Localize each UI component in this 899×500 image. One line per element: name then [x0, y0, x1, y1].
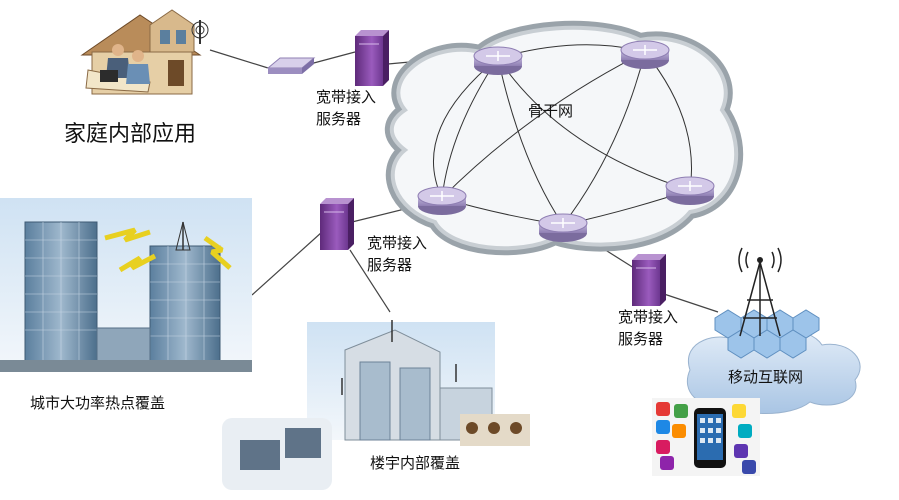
router-icon: [665, 176, 715, 205]
server-icon: [632, 254, 666, 306]
server1-label-line2: 服务器: [316, 110, 362, 128]
home-illustration: [80, 9, 209, 95]
link-server3-mobile: [663, 293, 719, 313]
building-label: 楼宇内部覆盖: [370, 454, 461, 472]
link-home-switch: [209, 49, 269, 69]
mobile-apps-illustration: [652, 398, 760, 476]
city-hotspot-illustration: [0, 198, 252, 372]
city-label: 城市大功率热点覆盖: [30, 394, 166, 412]
mobile-internet-label: 移动互联网: [728, 368, 804, 386]
router-icon: [473, 46, 523, 75]
server-icon: [320, 198, 354, 250]
router-icon: [417, 186, 467, 215]
mobile-internet-cloud: [687, 247, 861, 414]
home-label: 家庭内部应用: [64, 122, 197, 147]
server2-label-line2: 服务器: [367, 256, 413, 274]
backbone-routers: [417, 40, 715, 242]
server1-label-line1: 宽带接入: [316, 88, 377, 106]
server3-label-line2: 服务器: [618, 330, 664, 348]
building-coverage-illustration: [222, 320, 530, 490]
backbone-label: 骨干网: [528, 102, 574, 120]
server2-label-line1: 宽带接入: [367, 234, 428, 252]
router-icon: [538, 213, 588, 242]
server-icon: [355, 30, 389, 86]
backbone-cloud: [384, 20, 744, 256]
link-city-server2: [251, 231, 323, 296]
link-server2-building: [349, 249, 391, 313]
switch-icon: [266, 57, 316, 74]
link-switch-server1: [309, 51, 356, 65]
server3-label-line1: 宽带接入: [618, 308, 679, 326]
router-icon: [620, 40, 670, 69]
